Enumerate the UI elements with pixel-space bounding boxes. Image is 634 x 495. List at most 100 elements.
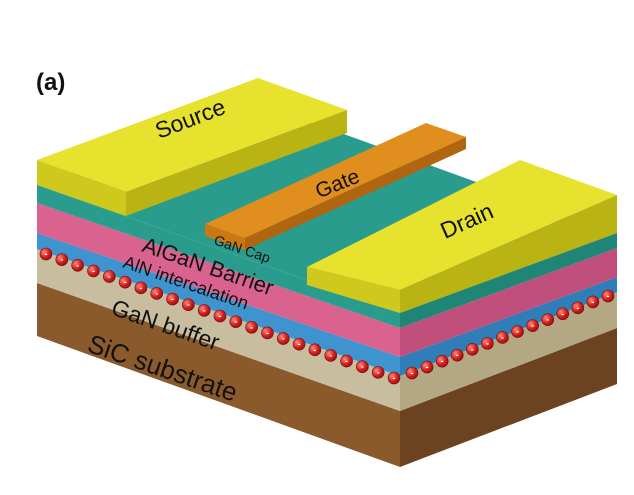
electron-icon: - <box>150 287 164 300</box>
electron-icon: - <box>102 270 116 283</box>
svg-text:-: - <box>266 328 269 338</box>
electron-icon: - <box>292 337 306 351</box>
svg-text:-: - <box>60 255 63 265</box>
electron-icon: - <box>496 331 509 344</box>
electron-icon: - <box>245 320 258 334</box>
electron-icon: - <box>511 325 524 338</box>
drain-front <box>307 267 400 313</box>
svg-text:-: - <box>393 373 396 383</box>
svg-text:-: - <box>298 339 301 349</box>
gate-right <box>245 137 466 250</box>
svg-text:-: - <box>576 303 579 313</box>
source-contact: Source <box>37 78 347 216</box>
svg-text:-: - <box>155 288 158 298</box>
barrier-front <box>37 203 400 357</box>
electron-icon: - <box>387 371 401 385</box>
electron-icon: - <box>526 319 539 332</box>
drain-top <box>307 160 617 290</box>
electron-icon: - <box>466 343 479 356</box>
gate-contact: Gate <box>205 123 466 250</box>
svg-text:-: - <box>139 283 142 293</box>
svg-text:-: - <box>561 309 564 319</box>
cap-front <box>37 185 400 328</box>
svg-text:-: - <box>501 332 504 342</box>
electron-icon: - <box>87 264 100 278</box>
electron-icon: - <box>118 275 132 289</box>
gate-front <box>205 224 245 250</box>
intercalation-front <box>37 233 400 376</box>
electron-icon: - <box>134 281 148 295</box>
substrate-front <box>37 283 400 467</box>
svg-text:-: - <box>546 315 549 325</box>
svg-text:-: - <box>329 350 332 360</box>
svg-text:-: - <box>516 327 519 337</box>
svg-text:-: - <box>250 322 253 332</box>
buffer-right <box>400 292 617 411</box>
svg-text:-: - <box>486 338 489 348</box>
svg-text:-: - <box>426 362 429 372</box>
svg-text:-: - <box>187 300 190 310</box>
electron-icon: - <box>308 343 322 357</box>
electron-icon: - <box>420 360 434 374</box>
barrier-right <box>400 248 617 357</box>
svg-text:-: - <box>607 291 610 301</box>
electron-icon: - <box>213 309 227 323</box>
electron-icon: - <box>55 253 69 266</box>
svg-text:-: - <box>377 367 380 377</box>
electron-icon: - <box>556 307 570 321</box>
cap-right <box>400 233 617 328</box>
svg-text:-: - <box>313 345 316 355</box>
source-top <box>37 78 347 192</box>
svg-text:-: - <box>456 350 459 360</box>
svg-text:-: - <box>203 305 206 315</box>
electron-icon: - <box>324 349 338 362</box>
electron-icon: - <box>571 301 585 315</box>
svg-text:-: - <box>234 317 237 327</box>
electron-icon: - <box>229 315 243 328</box>
svg-text:-: - <box>92 266 95 276</box>
electron-icon: - <box>340 354 353 368</box>
right-face <box>400 233 617 467</box>
svg-text:-: - <box>361 362 364 372</box>
electron-icon: - <box>435 354 449 368</box>
svg-text:-: - <box>219 311 222 321</box>
drain-right <box>400 195 617 313</box>
svg-text:-: - <box>591 297 594 307</box>
electron-icon: - <box>276 332 290 345</box>
svg-text:-: - <box>171 294 174 304</box>
gate-top <box>205 123 466 238</box>
substrate-right <box>400 328 617 467</box>
svg-text:-: - <box>124 277 127 287</box>
electron-icon: - <box>601 289 615 303</box>
electron-icon: - <box>450 348 464 362</box>
svg-text:-: - <box>282 334 285 344</box>
electron-icon: - <box>371 366 385 379</box>
electron-icon: - <box>261 326 274 340</box>
electron-icon: - <box>405 366 419 380</box>
front-face <box>37 185 400 467</box>
electron-icon: - <box>166 292 179 306</box>
svg-text:-: - <box>108 272 111 282</box>
electron-icon: - <box>481 337 494 350</box>
source-right <box>126 110 347 216</box>
electron-icon: - <box>356 360 369 374</box>
svg-text:-: - <box>45 249 48 259</box>
svg-text:-: - <box>411 368 414 378</box>
svg-text:-: - <box>76 260 79 270</box>
electron-icon: - <box>182 298 195 312</box>
svg-text:-: - <box>345 356 348 366</box>
panel-label: (a) <box>36 69 65 96</box>
electron-icon: - <box>586 295 600 309</box>
svg-text:-: - <box>531 321 534 331</box>
buffer-front <box>37 249 400 411</box>
electron-icon: - <box>71 258 84 272</box>
svg-text:-: - <box>471 344 474 354</box>
source-front <box>37 160 126 216</box>
electron-icon: - <box>197 304 211 317</box>
electron-gas-row: - - - - - - - - - - - - - - - - - - - - - - - - - - - - - - - - - - - - - <box>39 247 615 385</box>
drain-contact: Drain <box>307 160 617 313</box>
electron-icon: - <box>541 313 554 326</box>
svg-text:-: - <box>441 356 444 366</box>
